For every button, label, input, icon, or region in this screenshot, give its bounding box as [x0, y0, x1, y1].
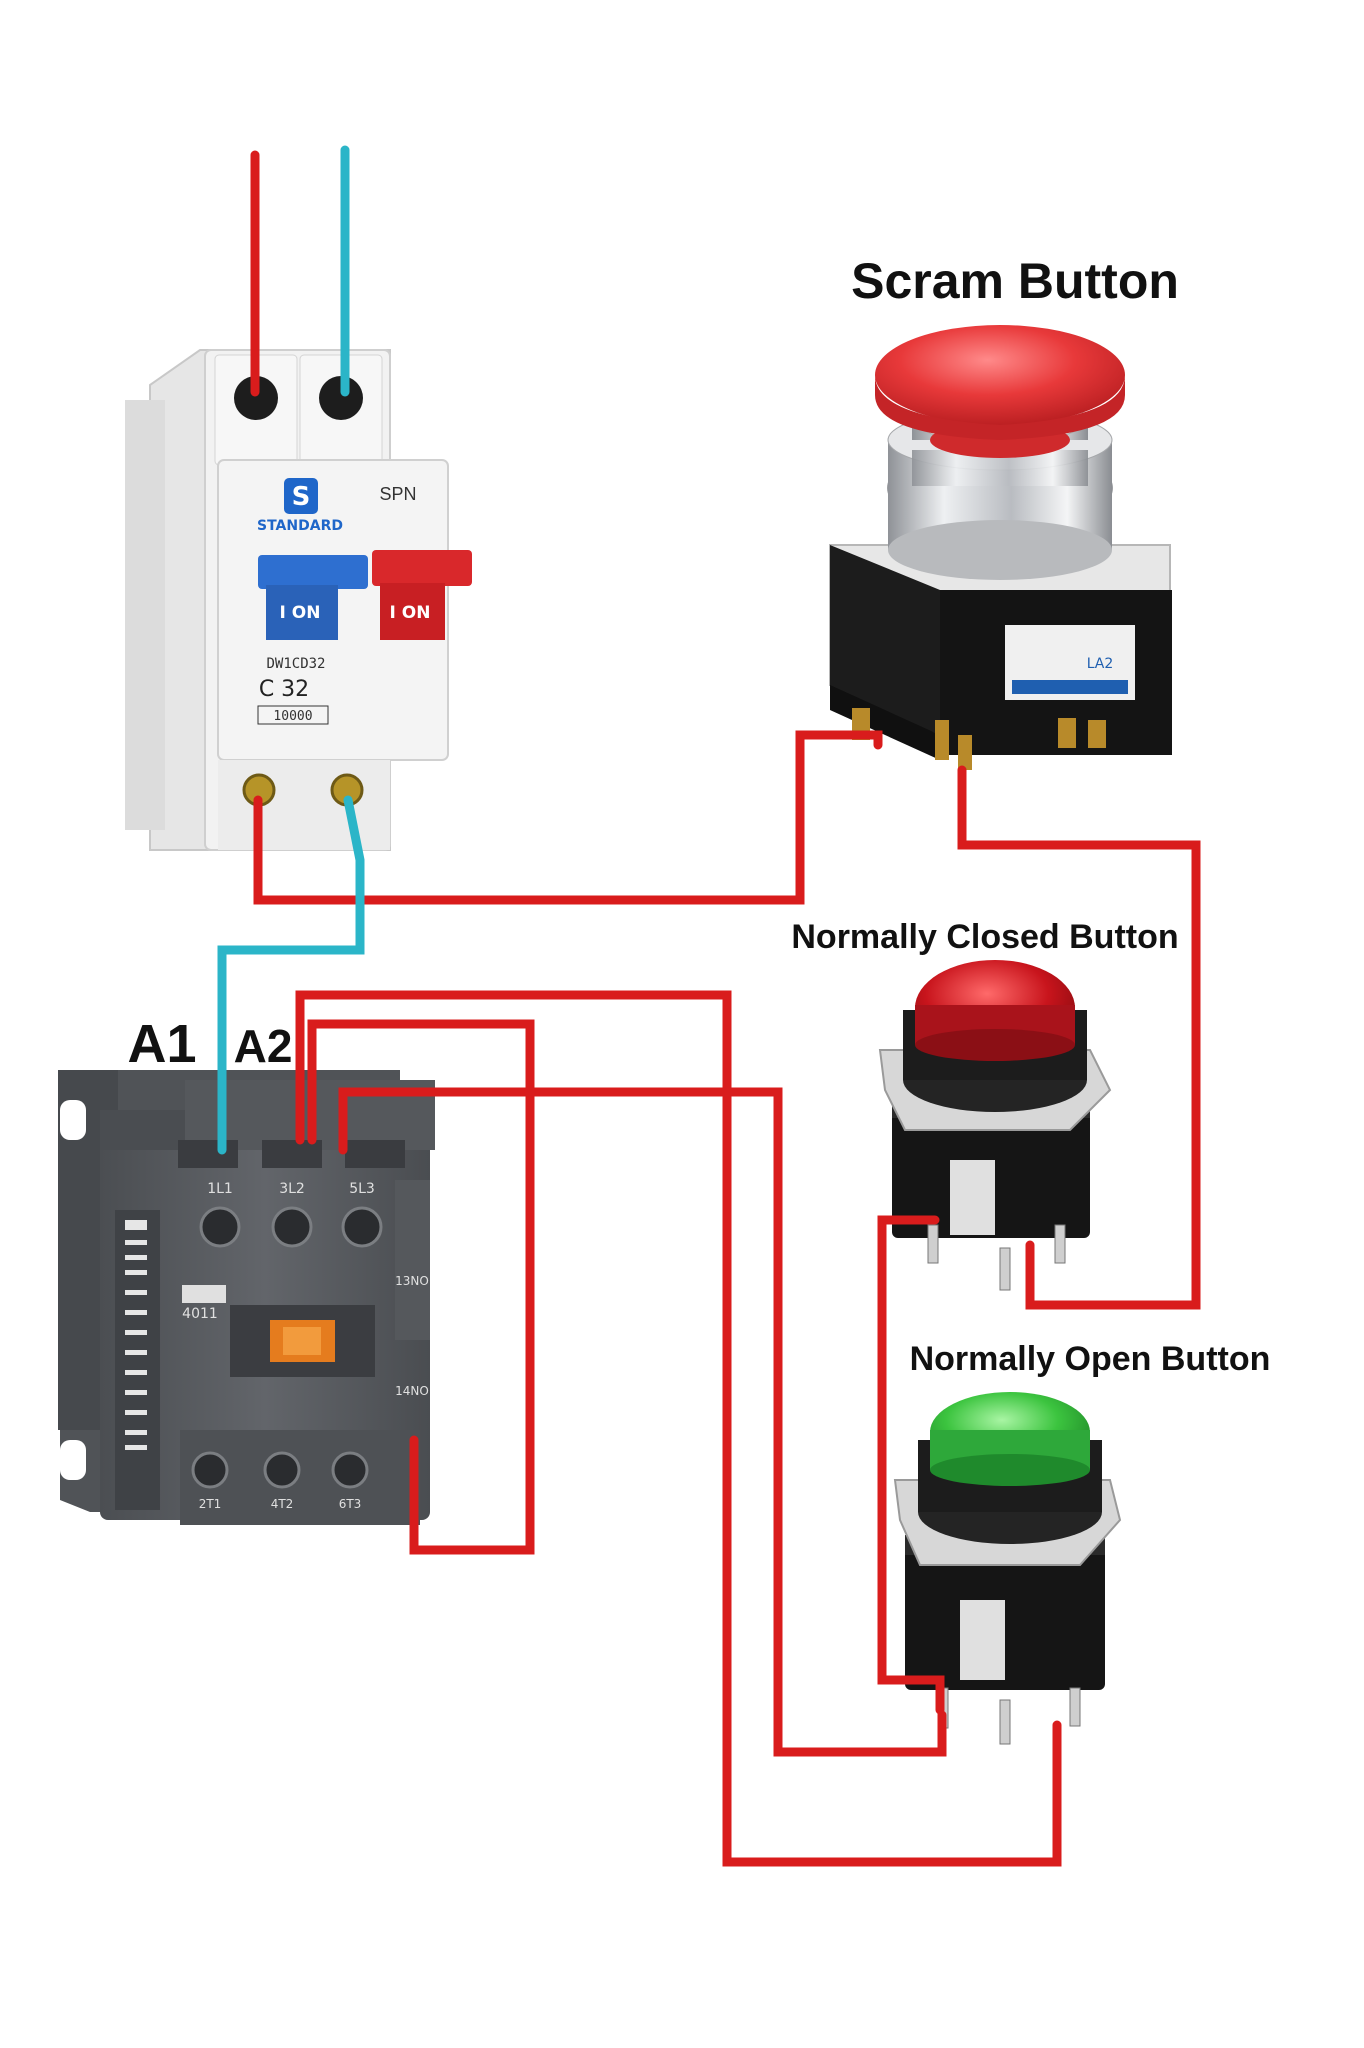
- aux-bottom-label: 14NO: [395, 1384, 429, 1398]
- breaker-top-terminal-right: [319, 376, 363, 420]
- svg-text:I ON: I ON: [390, 603, 431, 623]
- scram-button[interactable]: LA2: [829, 325, 1172, 770]
- breaker-rating: C 32: [259, 677, 309, 702]
- brand-logo: [284, 478, 318, 514]
- aux-top-label: 13NO: [395, 1274, 429, 1288]
- wire-a2-loop: [295, 990, 1062, 1867]
- breaker-capacity: 10000: [273, 709, 312, 724]
- scram-cap[interactable]: [875, 325, 1125, 425]
- circuit-breaker: S STANDARD SPN I ON I ON DW1CD32 C 32 10…: [125, 349, 472, 851]
- a2-label: A2: [234, 1020, 293, 1072]
- wire-no-to-a2: [338, 1087, 947, 1757]
- svg-text:I ON: I ON: [280, 603, 321, 623]
- terminal-6t3: 6T3: [339, 1497, 362, 1511]
- normally-open-button[interactable]: [893, 1392, 1122, 1745]
- wire-neutral-to-a1: [217, 795, 365, 1155]
- normally-closed-button[interactable]: [878, 960, 1112, 1291]
- contactor: 1L1 3L2 5L3 4011 13NO 14NO: [58, 1070, 435, 1525]
- breaker-pole-type: SPN: [379, 484, 416, 504]
- contactor-model: 4011: [182, 1306, 218, 1322]
- breaker-model: DW1CD32: [266, 656, 325, 672]
- no-button-label: Normally Open Button: [910, 1340, 1271, 1378]
- breaker-lever-red[interactable]: I ON: [372, 550, 472, 640]
- scram-plate-code: LA2: [1087, 656, 1114, 672]
- svg-text:S: S: [292, 482, 311, 512]
- nc-button-label: Normally Closed Button: [791, 918, 1178, 956]
- terminal-5l3: 5L3: [349, 1181, 375, 1197]
- wire-aux-latch: [307, 1019, 535, 1555]
- breaker-top-terminal-left: [234, 376, 278, 420]
- wires: [217, 145, 1201, 1867]
- wire-scram-to-nc: [957, 765, 1201, 1310]
- scram-button-label: Scram Button: [851, 253, 1179, 309]
- terminal-2t1: 2T1: [199, 1497, 222, 1511]
- wire-breaker-to-scram: [253, 730, 883, 905]
- breaker-brand: STANDARD: [257, 518, 343, 534]
- terminal-1l1: 1L1: [207, 1181, 233, 1197]
- terminal-4t2: 4T2: [271, 1497, 294, 1511]
- a1-label: A1: [127, 1014, 196, 1074]
- terminal-3l2: 3L2: [279, 1181, 305, 1197]
- breaker-lever-blue[interactable]: I ON: [258, 555, 368, 640]
- wire-nc-to-no: [877, 1215, 945, 1715]
